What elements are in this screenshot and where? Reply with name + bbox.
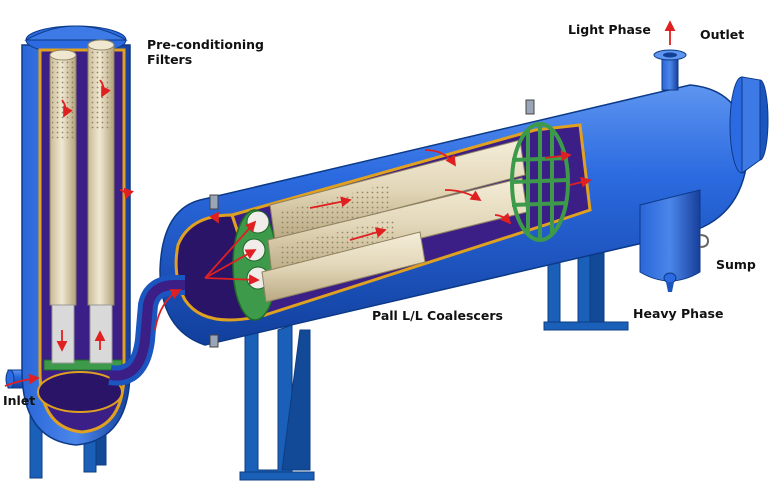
separator-grid <box>510 122 570 242</box>
transfer-pipe <box>108 275 185 386</box>
outlet-label: Outlet <box>700 27 745 42</box>
coalescers-label: Pall L/L Coalescers <box>372 308 503 323</box>
prefilter-elements <box>49 39 115 364</box>
preconditioning-filters-label: Pre-conditioning Filters <box>147 37 264 67</box>
horizontal-vessel-cutaway <box>174 122 592 322</box>
light-phase-label: Light Phase <box>568 22 651 37</box>
inlet-label: Inlet <box>3 393 36 408</box>
sump-label: Sump <box>716 257 756 272</box>
preconditioning-label-line1: Pre-conditioning <box>147 37 264 52</box>
vertical-prefilter-vessel <box>21 25 131 446</box>
heavy-phase-label: Heavy Phase <box>633 306 724 321</box>
preconditioning-label-line2: Filters <box>147 52 193 67</box>
coalescer-elements <box>261 139 528 303</box>
flow-arrows <box>4 20 676 387</box>
